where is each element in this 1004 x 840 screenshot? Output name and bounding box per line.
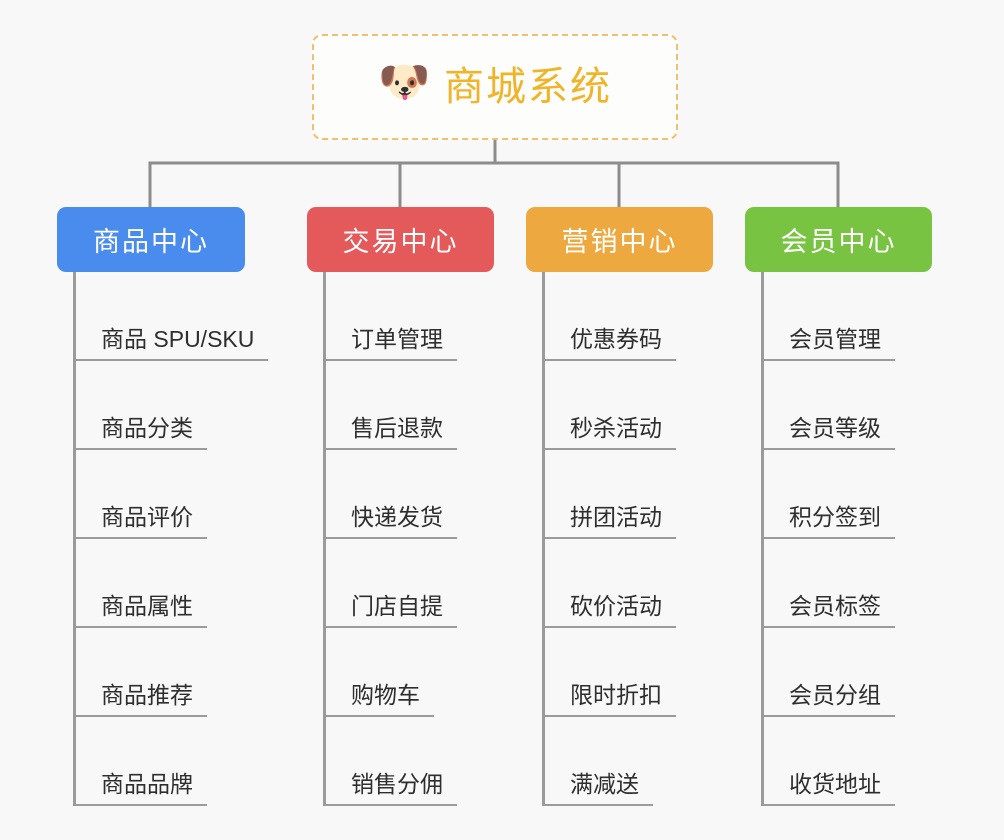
leaf-item-label: 购物车 [323, 682, 434, 717]
leaf-item-label: 会员等级 [761, 415, 895, 450]
leaf-item-label: 限时折扣 [542, 682, 676, 717]
leaf-item-label: 商品属性 [73, 593, 207, 628]
leaf-item[interactable]: 商品分类 [57, 361, 268, 450]
leaf-item[interactable]: 商品评价 [57, 450, 268, 539]
shiba-dog-face-icon: 🐶 [378, 58, 431, 105]
leaf-item[interactable]: 商品推荐 [57, 628, 268, 717]
branch-trade-center: 交易中心订单管理售后退款快递发货门店自提购物车销售分佣 [307, 207, 494, 806]
leaf-list-trade-center: 订单管理售后退款快递发货门店自提购物车销售分佣 [307, 272, 494, 806]
leaf-item-label: 会员分组 [761, 682, 895, 717]
leaf-item[interactable]: 积分签到 [745, 450, 932, 539]
leaf-item-label: 快递发货 [323, 504, 457, 539]
branch-trunk-line [542, 272, 545, 806]
leaf-item[interactable]: 快递发货 [307, 450, 494, 539]
leaf-item-label: 优惠券码 [542, 326, 676, 361]
leaf-item[interactable]: 售后退款 [307, 361, 494, 450]
leaf-item[interactable]: 拼团活动 [526, 450, 713, 539]
leaf-item-label: 订单管理 [323, 326, 457, 361]
leaf-item-label: 砍价活动 [542, 593, 676, 628]
leaf-item-label: 会员管理 [761, 326, 895, 361]
leaf-list-member-center: 会员管理会员等级积分签到会员标签会员分组收货地址 [745, 272, 932, 806]
root-node[interactable]: 🐶 商城系统 [312, 34, 678, 140]
leaf-list-product-center: 商品 SPU/SKU 商品分类商品评价商品属性商品推荐商品品牌 [57, 272, 269, 806]
leaf-item-label: 门店自提 [323, 593, 457, 628]
leaf-item-label: 拼团活动 [542, 504, 676, 539]
branch-product-center: 商品中心商品 SPU/SKU 商品分类商品评价商品属性商品推荐商品品牌 [57, 207, 269, 806]
leaf-item[interactable]: 优惠券码 [526, 272, 713, 361]
leaf-item[interactable]: 收货地址 [745, 717, 932, 806]
branch-trunk-line [761, 272, 764, 806]
branch-member-center: 会员中心会员管理会员等级积分签到会员标签会员分组收货地址 [745, 207, 932, 806]
leaf-item-label: 满减送 [542, 771, 653, 806]
leaf-item-label: 商品 SPU/SKU [73, 326, 269, 361]
leaf-item[interactable]: 会员分组 [745, 628, 932, 717]
branch-marketing-center: 营销中心优惠券码秒杀活动拼团活动砍价活动限时折扣满减送 [526, 207, 713, 806]
leaf-item[interactable]: 商品品牌 [57, 717, 268, 806]
leaf-item-label: 售后退款 [323, 415, 457, 450]
branch-header-member-center[interactable]: 会员中心 [745, 207, 932, 272]
leaf-item[interactable]: 会员等级 [745, 361, 932, 450]
leaf-item-label: 秒杀活动 [542, 415, 676, 450]
leaf-item[interactable]: 砍价活动 [526, 539, 713, 628]
branch-trunk-line [323, 272, 326, 806]
leaf-item[interactable]: 会员标签 [745, 539, 932, 628]
leaf-item[interactable]: 订单管理 [307, 272, 494, 361]
leaf-item[interactable]: 会员管理 [745, 272, 932, 361]
leaf-item[interactable]: 限时折扣 [526, 628, 713, 717]
leaf-item[interactable]: 购物车 [307, 628, 494, 717]
branch-header-product-center[interactable]: 商品中心 [57, 207, 245, 272]
leaf-list-marketing-center: 优惠券码秒杀活动拼团活动砍价活动限时折扣满减送 [526, 272, 713, 806]
root-title: 商城系统 [444, 65, 612, 109]
leaf-item-label: 积分签到 [761, 504, 895, 539]
leaf-item[interactable]: 商品属性 [57, 539, 268, 628]
leaf-item[interactable]: 销售分佣 [307, 717, 494, 806]
leaf-item[interactable]: 商品 SPU/SKU [57, 272, 269, 361]
leaf-item[interactable]: 门店自提 [307, 539, 494, 628]
leaf-item-label: 收货地址 [761, 771, 895, 806]
leaf-item[interactable]: 满减送 [526, 717, 713, 806]
branch-header-marketing-center[interactable]: 营销中心 [526, 207, 713, 272]
leaf-item-label: 商品分类 [73, 415, 207, 450]
branch-trunk-line [73, 272, 76, 806]
branch-header-trade-center[interactable]: 交易中心 [307, 207, 494, 272]
leaf-item-label: 商品品牌 [73, 771, 207, 806]
leaf-item-label: 商品评价 [73, 504, 207, 539]
leaf-item-label: 销售分佣 [323, 771, 457, 806]
leaf-item-label: 商品推荐 [73, 682, 207, 717]
leaf-item[interactable]: 秒杀活动 [526, 361, 713, 450]
leaf-item-label: 会员标签 [761, 593, 895, 628]
